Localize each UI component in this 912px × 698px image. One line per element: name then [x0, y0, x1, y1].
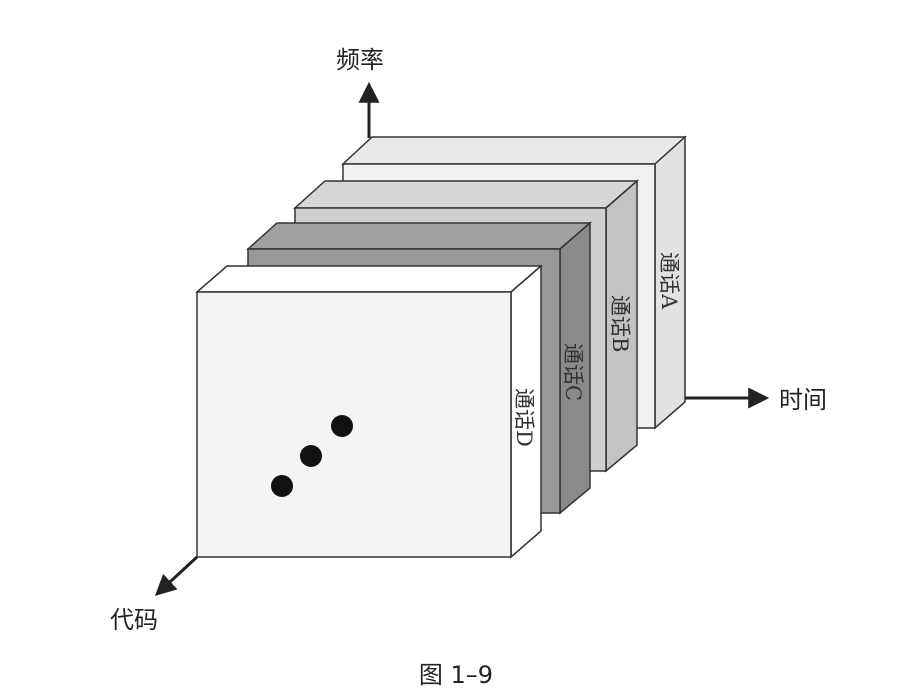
- time-axis-label: 时间: [779, 386, 827, 414]
- code-dot-1: [271, 475, 293, 497]
- code-axis-label: 代码: [110, 606, 158, 634]
- layer-d-top: [194, 265, 544, 293]
- layer-d-label: 通话D: [512, 388, 536, 447]
- layer-b-label: 通话B: [608, 295, 632, 352]
- code-dot-2: [300, 445, 322, 467]
- layer-c-top: [246, 222, 593, 250]
- layer-b-top: [293, 180, 640, 209]
- layer-a-label: 通话A: [657, 252, 681, 310]
- code-axis-arrow: [154, 555, 199, 596]
- layer-call-d: 通话D: [194, 264, 544, 559]
- layer-c-label: 通话C: [561, 343, 585, 401]
- code-dot-3: [331, 415, 353, 437]
- layer-d-front: [196, 291, 512, 558]
- layer-a-top: [341, 136, 687, 165]
- figure-caption: 图 1–9: [419, 661, 493, 689]
- frequency-axis-label: 频率: [336, 46, 384, 74]
